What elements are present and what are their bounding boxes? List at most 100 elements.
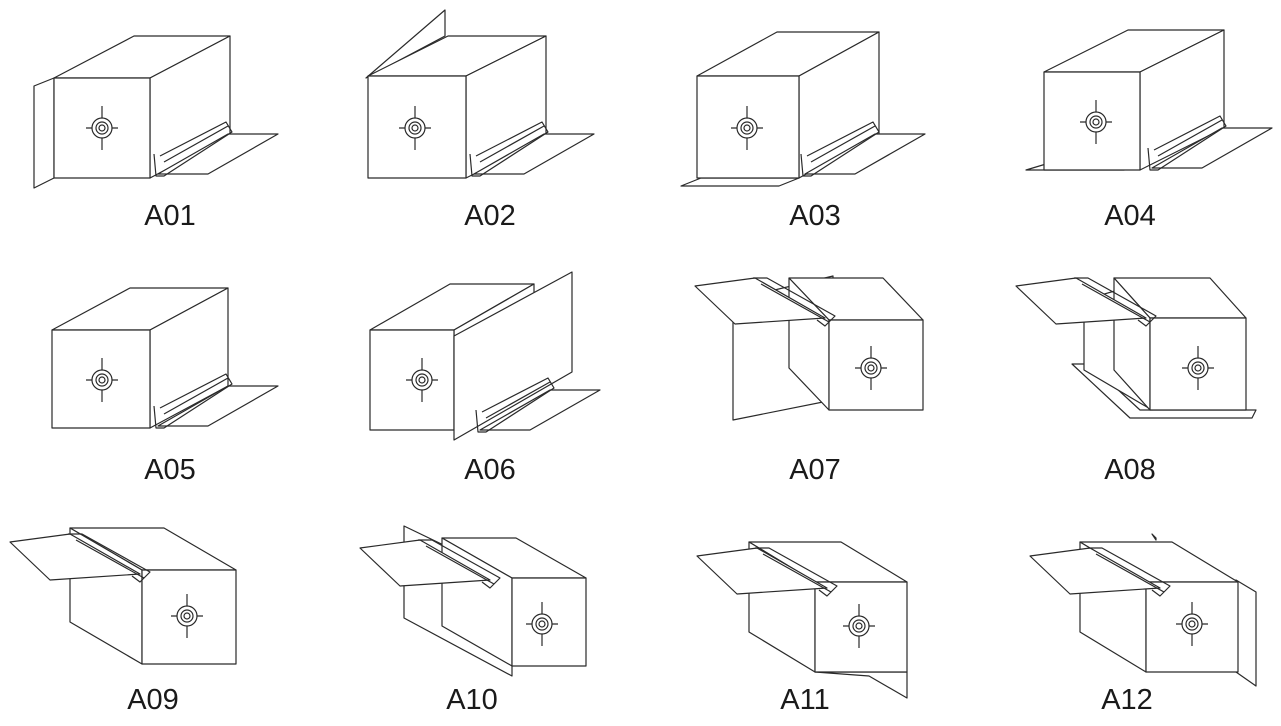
figure-a10: A10 xyxy=(340,490,640,726)
gutter-fold-line xyxy=(1081,283,1151,323)
figure-a06: A06 xyxy=(340,260,640,496)
a04-drawing xyxy=(1025,29,1273,171)
a01-drawing xyxy=(33,35,279,189)
gutter-flange xyxy=(1151,127,1273,169)
target-inner-ring xyxy=(535,617,549,631)
gutter-fold-line xyxy=(163,125,229,163)
target-center xyxy=(1092,118,1100,126)
right-flange-plate xyxy=(1235,579,1257,687)
gutter-fold-line xyxy=(760,283,830,323)
gutter-fold-line xyxy=(1157,119,1223,157)
gutter-channel xyxy=(418,539,501,589)
target-inner-ring xyxy=(864,361,878,375)
figure-label: A08 xyxy=(1104,454,1156,486)
target-center xyxy=(183,612,191,620)
gutter-channel xyxy=(1088,547,1171,597)
target-center xyxy=(98,124,106,132)
a10-drawing xyxy=(359,525,587,677)
gutter-fold-line xyxy=(485,381,551,419)
gutter-flange xyxy=(473,133,595,175)
a06-drawing xyxy=(369,271,601,441)
figure-label: A07 xyxy=(789,454,841,486)
target-center xyxy=(411,124,419,132)
gutter-fold-line xyxy=(163,377,229,415)
figure-a01: A01 xyxy=(20,6,320,242)
gutter-channel xyxy=(153,373,233,429)
target-inner-ring xyxy=(1191,361,1205,375)
gutter-flange xyxy=(804,133,926,175)
gutter-channel xyxy=(1147,115,1227,171)
target-center xyxy=(1194,364,1202,372)
a12-drawing xyxy=(1029,533,1257,687)
gutter-fold-line xyxy=(810,125,876,163)
figure-label: A03 xyxy=(789,200,841,232)
gutter-flange xyxy=(696,547,828,595)
gutter-channel xyxy=(753,277,836,327)
target-center xyxy=(418,376,426,384)
figure-a08: A08 xyxy=(980,260,1280,496)
target-inner-ring xyxy=(408,121,422,135)
target-inner-ring xyxy=(95,373,109,387)
target-center xyxy=(98,376,106,384)
target-inner-ring xyxy=(1089,115,1103,129)
target-center xyxy=(1188,620,1196,628)
figure-a07: A07 xyxy=(665,260,965,496)
figure-label: A05 xyxy=(144,454,196,486)
gutter-channel xyxy=(755,547,838,597)
figure-label: A04 xyxy=(1104,200,1156,232)
gutter-flange xyxy=(1015,277,1147,325)
a02-drawing xyxy=(365,9,595,179)
a07-drawing xyxy=(694,275,924,421)
figure-a09: A09 xyxy=(9,490,310,726)
gutter-channel xyxy=(153,121,233,177)
figure-label: A06 xyxy=(464,454,516,486)
a05-drawing xyxy=(51,287,279,429)
target-center xyxy=(855,622,863,630)
target-center xyxy=(538,620,546,628)
target-inner-ring xyxy=(1185,617,1199,631)
figure-a03: A03 xyxy=(665,6,965,242)
figure-a02: A02 xyxy=(340,6,640,242)
figure-a04: A04 xyxy=(980,6,1280,242)
figure-label: A12 xyxy=(1101,684,1153,716)
figure-a11: A11 xyxy=(665,490,965,726)
gutter-flange xyxy=(694,277,826,325)
figure-a05: A05 xyxy=(20,260,320,496)
gutter-fold-line xyxy=(479,125,545,163)
gutter-fold-line xyxy=(425,545,495,585)
gutter-channel xyxy=(475,377,555,433)
figure-label: A11 xyxy=(780,684,830,716)
back-flange-tab xyxy=(1151,533,1157,541)
target-inner-ring xyxy=(95,121,109,135)
a03-drawing xyxy=(680,31,926,187)
gutter-channel xyxy=(1074,277,1157,327)
gutter-flange xyxy=(479,389,601,431)
gutter-fold-line xyxy=(762,553,832,593)
target-inner-ring xyxy=(180,609,194,623)
bottom-flange-plate xyxy=(680,177,800,187)
gutter-flange xyxy=(157,133,279,175)
target-center xyxy=(743,124,751,132)
extended-side-panel xyxy=(453,271,573,441)
gutter-flange xyxy=(1029,547,1161,595)
gutter-fold-line xyxy=(75,539,145,579)
target-inner-ring xyxy=(740,121,754,135)
gutter-channel xyxy=(469,121,549,177)
a08-drawing xyxy=(1015,277,1257,419)
target-inner-ring xyxy=(415,373,429,387)
gutter-channel xyxy=(800,121,880,177)
gutter-channel xyxy=(68,533,151,583)
figure-label: A09 xyxy=(127,684,179,716)
a11-drawing xyxy=(696,541,908,699)
gutter-fold-line xyxy=(1095,553,1165,593)
figure-label: A01 xyxy=(144,200,196,232)
gutter-flange xyxy=(359,539,491,587)
left-flange-plate xyxy=(33,77,55,189)
figure-label: A10 xyxy=(446,684,498,716)
target-center xyxy=(867,364,875,372)
gutter-flange xyxy=(157,385,279,427)
target-inner-ring xyxy=(852,619,866,633)
figure-label: A02 xyxy=(464,200,516,232)
gutter-flange xyxy=(9,533,141,581)
